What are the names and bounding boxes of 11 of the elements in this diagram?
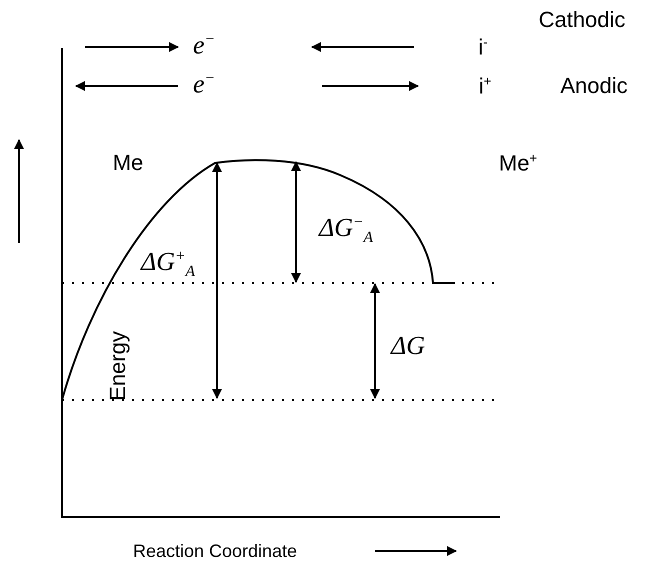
math-symbol: e$^{−}$ (192, 32, 216, 58)
state-label: Me$^{+}$ (498, 151, 538, 175)
state-label: Me (112, 152, 144, 174)
current-label: i$^{+}$ (478, 74, 492, 98)
current-label: i$^{-}$ (478, 35, 488, 59)
axis-label: Energy (107, 331, 129, 401)
axis-label: Cathodic (538, 9, 626, 31)
axis-label: Anodic (560, 75, 628, 97)
axis-label: Reaction Coordinate (132, 542, 298, 560)
math-symbol: e$^{−}$ (192, 70, 216, 98)
math-symbol: ΔG (390, 333, 426, 359)
